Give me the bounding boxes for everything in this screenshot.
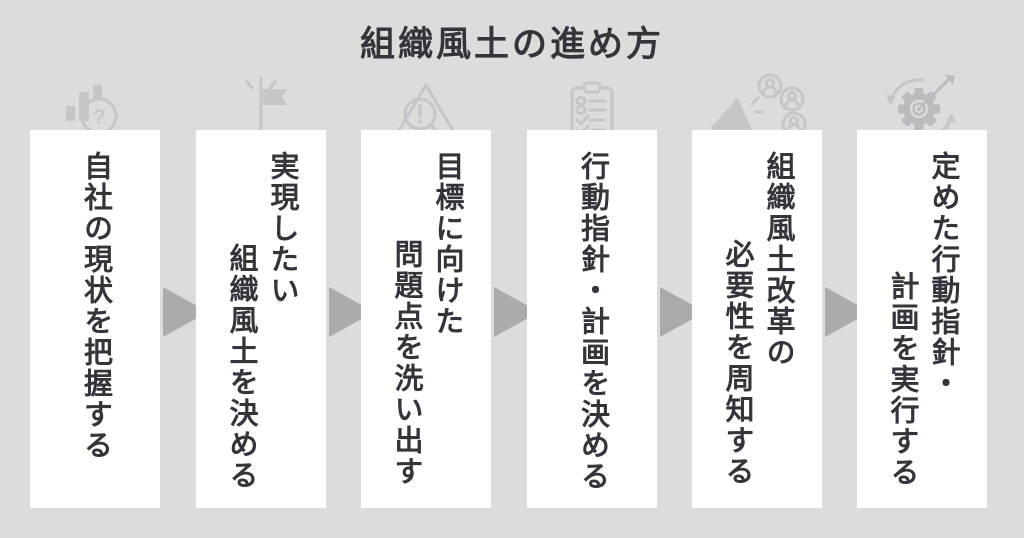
step-panel-3: 目標に向けた 問題点を洗い出す — [361, 130, 491, 508]
step2-text: 実現したい 組織風土を決める — [220, 151, 302, 508]
step4-line1: 行動指針・計画を決める — [576, 151, 609, 492]
step-panel-2: 実現したい 組織風土を決める — [196, 130, 326, 508]
step5-line2: 必要性を周知する — [721, 239, 753, 487]
step-panel-4: 行動指針・計画を決める — [527, 130, 657, 508]
step4-text: 行動指針・計画を決める — [572, 151, 613, 508]
step5-text: 組織風土改革の 必要性を周知する — [716, 151, 798, 508]
page-title: 組織風土の進め方 — [359, 25, 664, 64]
step1-text: 自社の現状を把握する — [75, 151, 116, 508]
svg-text:!: ! — [416, 99, 425, 129]
step1-line1: 自社の現状を把握する — [79, 151, 112, 461]
step2-line1: 実現したい — [266, 151, 298, 306]
svg-text:?: ? — [93, 106, 106, 129]
step6-line2: 計画を実行する — [886, 271, 918, 488]
step5-line1: 組織風土改革の — [762, 151, 794, 368]
step-panel-5: 組織風土改革の 必要性を周知する — [692, 130, 822, 508]
step2-line2: 組織風土を決める — [225, 243, 257, 491]
step-panel-1: 自社の現状を把握する — [30, 130, 160, 508]
step3-text: 目標に向けた 問題点を洗い出す — [385, 151, 467, 508]
step6-text: 定めた行動指針・ 計画を実行する — [881, 151, 963, 508]
step6-line1: 定めた行動指針・ — [927, 151, 959, 399]
step-panel-6: 定めた行動指針・ 計画を実行する — [857, 130, 987, 508]
step3-line1: 目標に向けた — [431, 151, 463, 337]
step3-line2: 問題点を洗い出す — [390, 239, 422, 487]
